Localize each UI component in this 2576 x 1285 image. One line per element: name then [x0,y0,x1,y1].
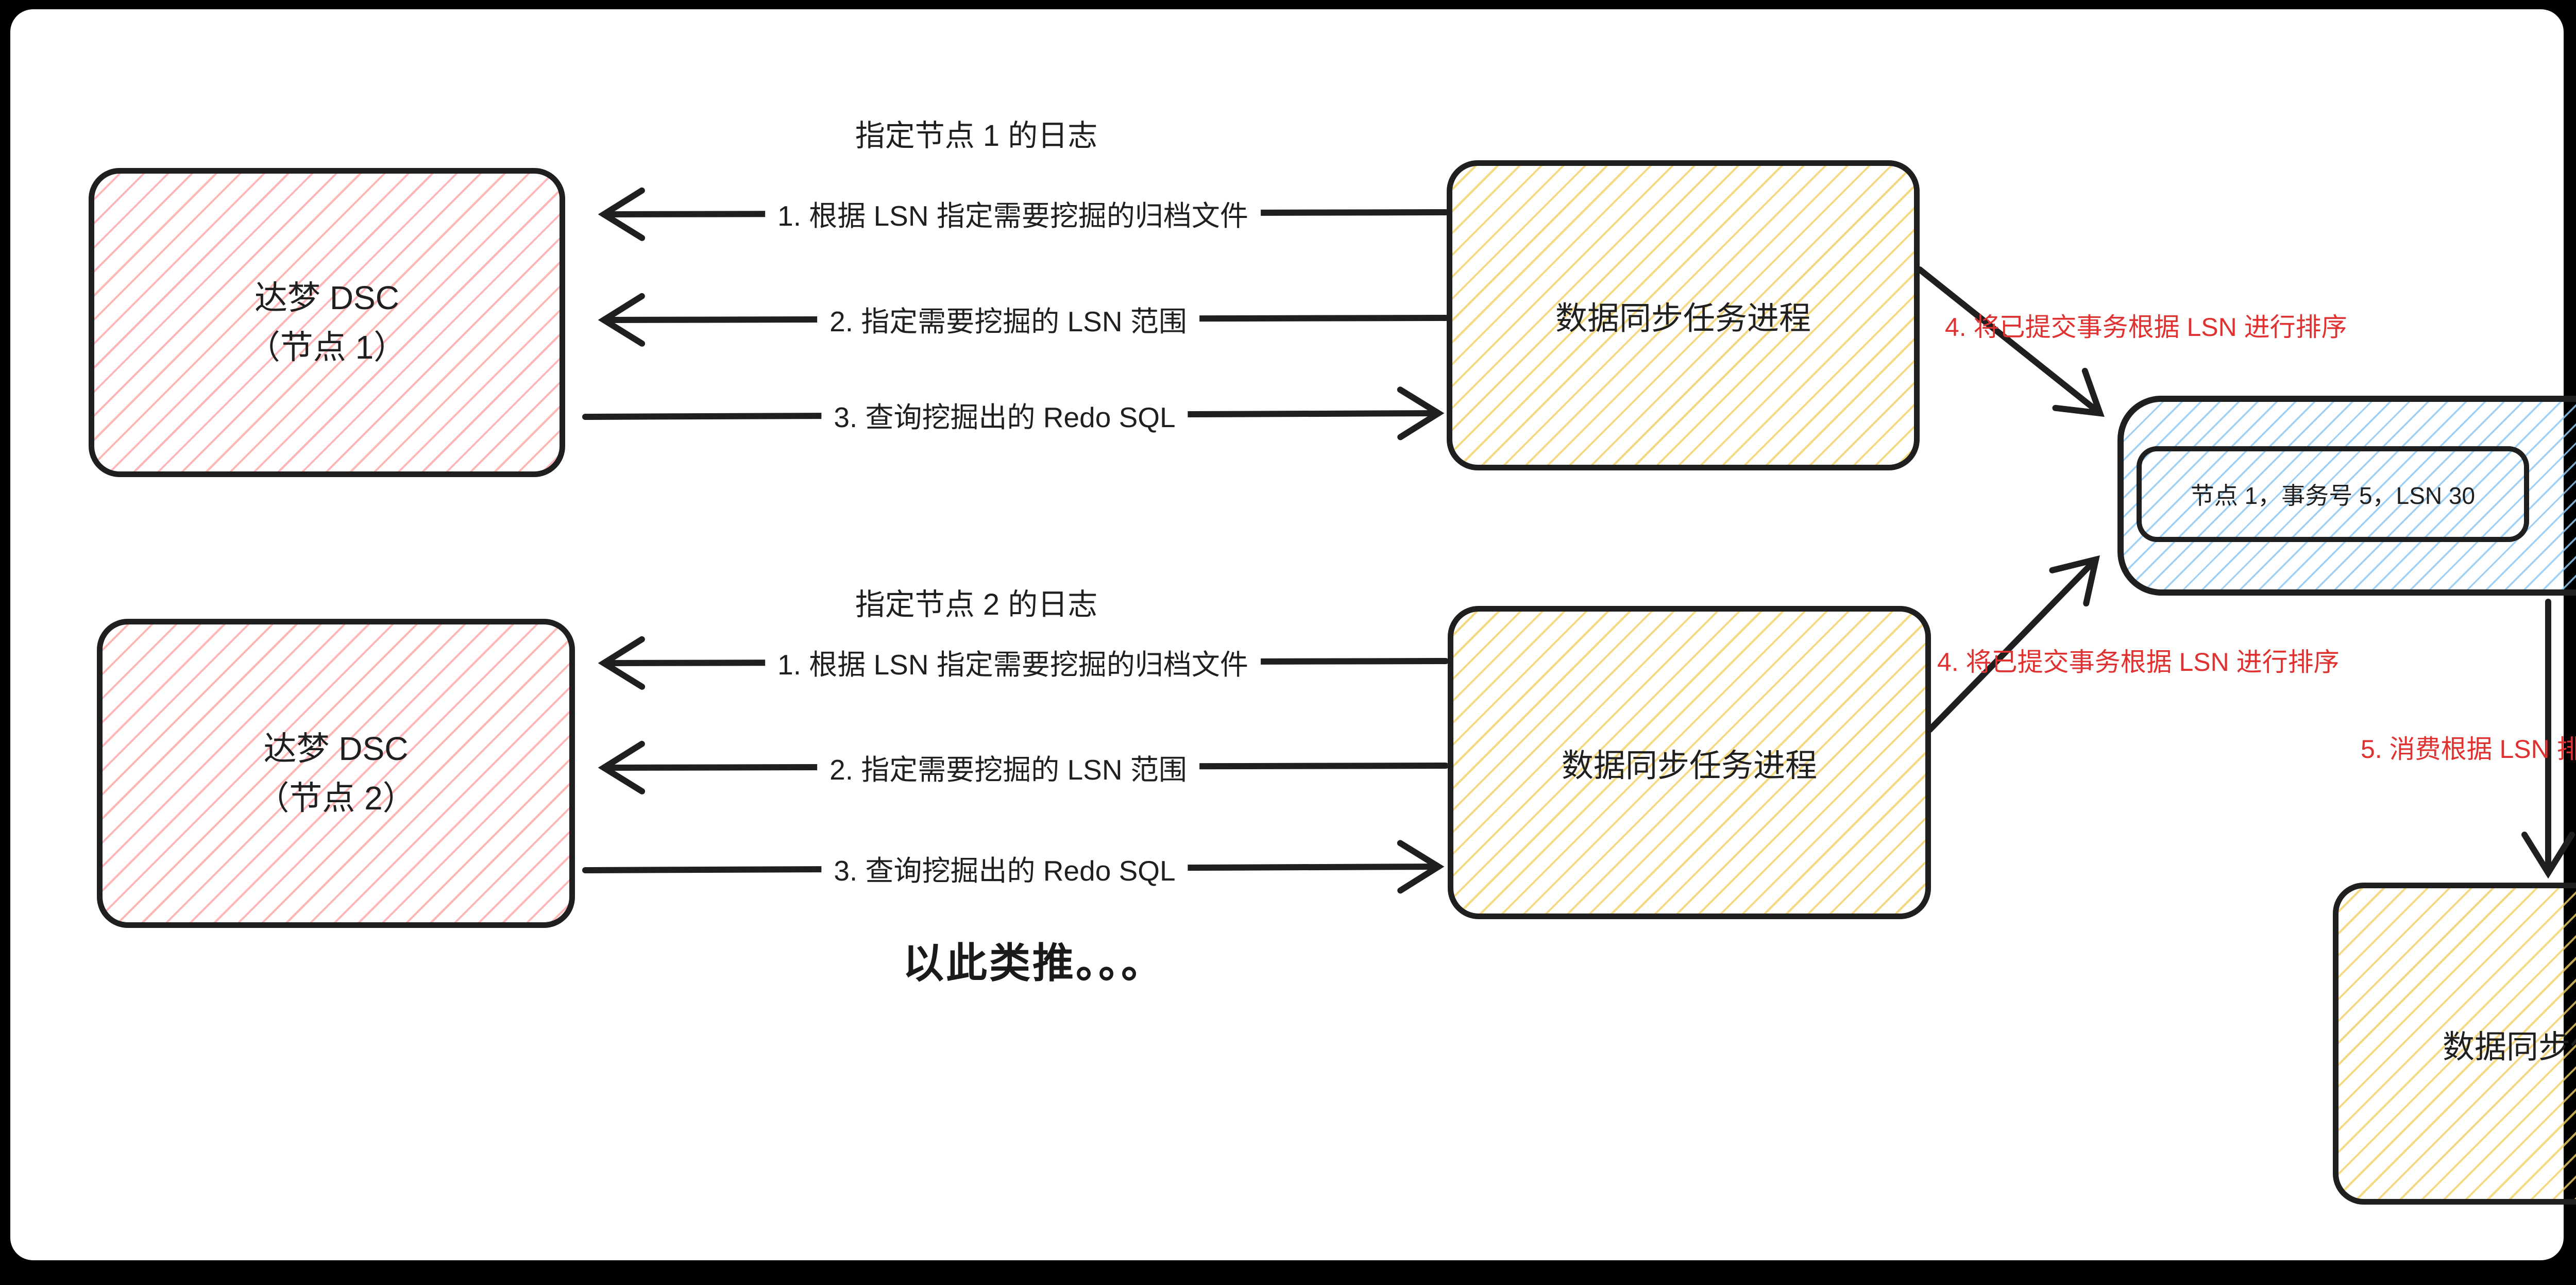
flow-group-1-step-2-label: 2. 指定需要挖掘的 LSN 范围 [817,295,1199,343]
annotation-consume: 5. 消费根据 LSN 排序后的事务 [2361,729,2576,766]
node-dsc-1: 达梦 DSC （节点 1） [89,168,565,477]
queue-item-1: 节点 1，事务号 5，LSN 30 [2137,446,2529,542]
node-sync-task-consumer-label: 数据同步任务进程 [2443,1021,2576,1067]
diagram-sheet: 达梦 DSC （节点 1） 达梦 DSC （节点 2） 数据同步任务进程 数据同… [10,9,2564,1260]
node-dsc-2-subtitle: （节点 2） [256,773,415,823]
node-dsc-1-title: 达梦 DSC [255,273,399,323]
node-sync-task-2: 数据同步任务进程 [1448,606,1931,919]
flow-group-2-step-1-label: 1. 根据 LSN 指定需要挖掘的归档文件 [765,638,1261,686]
node-sync-task-1-label: 数据同步任务进程 [1555,292,1811,339]
node-sync-task-2-label: 数据同步任务进程 [1562,739,1817,786]
and-so-on-note: 以此类推。。。 [903,930,1164,990]
flow-group-2-step-3-label: 3. 查询挖掘出的 Redo SQL [821,844,1188,892]
node-sync-task-consumer: 数据同步任务进程 [2333,883,2576,1205]
flow-group-2-step-2-label: 2. 指定需要挖掘的 LSN 范围 [817,743,1199,791]
annotation-sort-top: 4. 将已提交事务根据 LSN 进行排序 [1945,307,2347,344]
diagram-canvas: 达梦 DSC （节点 1） 达梦 DSC （节点 2） 数据同步任务进程 数据同… [10,9,2564,1260]
flow-group-1-title: 指定节点 1 的日志 [855,111,1098,155]
node-dsc-2: 达梦 DSC （节点 2） [97,619,575,928]
node-sync-task-1: 数据同步任务进程 [1447,160,1920,470]
annotation-sort-bottom: 4. 将已提交事务根据 LSN 进行排序 [1937,641,2340,679]
queue-item-1-label: 节点 1，事务号 5，LSN 30 [2191,477,2475,511]
node-dsc-1-subtitle: （节点 1） [247,323,406,372]
flow-group-2-title: 指定节点 2 的日志 [855,580,1098,623]
flow-group-1-step-1-label: 1. 根据 LSN 指定需要挖掘的归档文件 [765,190,1261,237]
flow-group-1-step-3-label: 3. 查询挖掘出的 Redo SQL [821,391,1188,438]
node-dsc-2-title: 达梦 DSC [264,724,409,773]
